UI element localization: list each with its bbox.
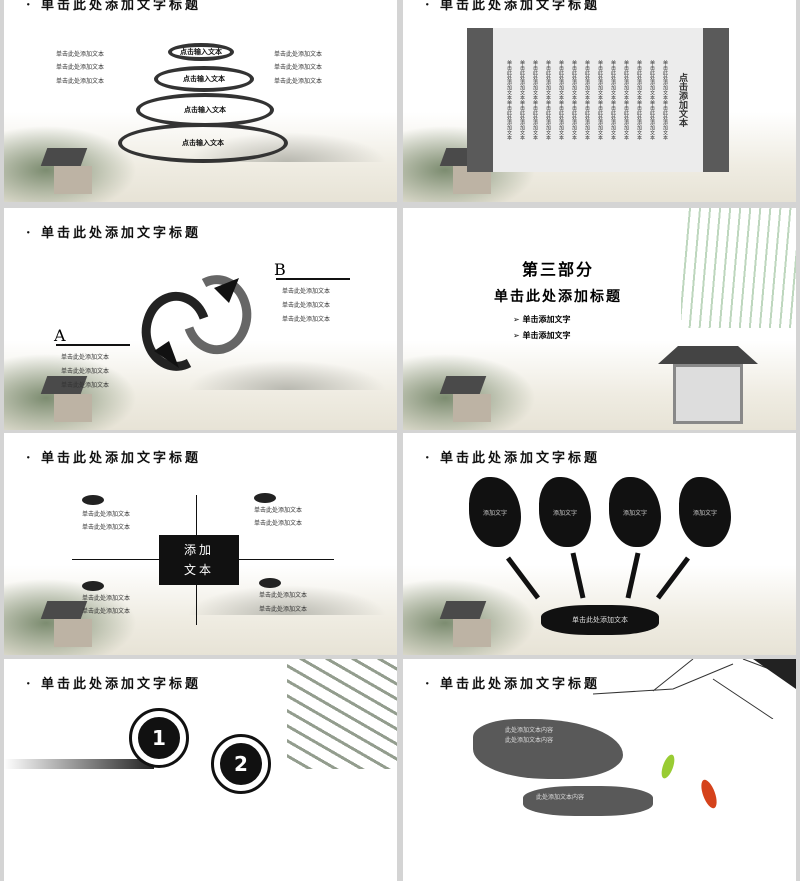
ink-brush-2 (523, 786, 653, 816)
slide-thumb-7[interactable]: · 单击此处添加文字标题 1 2 (4, 659, 397, 881)
scroll-column: 单击此处添加文本单击此处添加文本 (545, 60, 551, 140)
text-right-2: 单击此处添加文本 (274, 64, 323, 71)
step-2: 2 (211, 734, 271, 794)
text-tl-1: 单击此处添加文本 (82, 511, 131, 518)
divider-a (56, 344, 130, 346)
text-br-1: 单击此处添加文本 (259, 592, 308, 599)
slide-thumb-5[interactable]: · 单击此处添加文字标题 添加文本 单击此处添加文本 单击此处添加文本 单击此处… (4, 433, 397, 655)
label-b: B (274, 260, 286, 279)
text-a-2: 单击此处添加文本 (61, 368, 110, 375)
scroll-heading: 点击添加文本 (677, 73, 687, 127)
ring-4[interactable]: 点击输入文本 (118, 123, 288, 163)
tree-branches (593, 659, 796, 719)
text-bl-1: 单击此处添加文本 (82, 595, 131, 602)
text-left-3: 单击此处添加文本 (56, 78, 105, 85)
step-1: 1 (129, 708, 189, 768)
ink-blob-3: 添加文字 (609, 477, 661, 547)
slide-thumb-3[interactable]: · 单击此处添加文字标题 A B 单击此处添加文本 单击此处添加文本 单击此处添… (4, 208, 397, 430)
ring-3[interactable]: 点击输入文本 (136, 93, 274, 127)
slide-title: · 单击此处添加文字标题 (26, 451, 202, 466)
text-right-1: 单击此处添加文本 (274, 51, 323, 58)
slide-title: · 单击此处添加文字标题 (26, 0, 202, 13)
bullet-text: 单击添加文字 (522, 315, 571, 324)
scroll-column: 单击此处添加文本单击此处添加文本 (558, 60, 564, 140)
text-a-3: 单击此处添加文本 (61, 382, 110, 389)
house-scene (403, 350, 543, 430)
scroll-column: 单击此处添加文本单击此处添加文本 (623, 60, 629, 140)
scroll-panel: 单击此处添加文本单击此处添加文本 单击此处添加文本单击此处添加文本 单击此处添加… (467, 28, 729, 172)
bullet-2: ➢ 单击添加文字 (513, 331, 571, 340)
slide-thumb-4[interactable]: 第三部分 单击此处添加标题 ➢ 单击添加文字 ➢ 单击添加文字 (403, 208, 796, 430)
ink-stroke (4, 759, 154, 769)
koi-green (659, 753, 677, 780)
center-box: 添加文本 (159, 535, 239, 585)
ink-blob-1: 添加文字 (469, 477, 521, 547)
slide-thumb-6[interactable]: · 单击此处添加文字标题 添加文字 添加文字 添加文字 添加文字 单击此处添加文… (403, 433, 796, 655)
hill (187, 360, 387, 390)
cloud-icon (254, 493, 276, 503)
scroll-column: 单击此处添加文本单击此处添加文本 (649, 60, 655, 140)
scroll-column: 单击此处添加文本单击此处添加文本 (636, 60, 642, 140)
slide-thumb-1[interactable]: · 单击此处添加文字标题 单击此处添加文本 单击此处添加文本 单击此处添加文本 … (4, 0, 397, 202)
ink-blob-2: 添加文字 (539, 477, 591, 547)
slide-title: · 单击此处添加文字标题 (26, 677, 202, 692)
scroll-column: 单击此处添加文本单击此处添加文本 (519, 60, 525, 140)
koi-red (698, 777, 720, 811)
text-br-2: 单击此处添加文本 (259, 606, 308, 613)
pavilion-roof (658, 346, 758, 364)
house-scene (4, 575, 144, 655)
content-text-1: 此处添加文本内容 (505, 727, 554, 734)
cycle-arrows-icon (141, 275, 252, 371)
text-bl-2: 单击此处添加文本 (82, 608, 131, 615)
bamboo (287, 659, 397, 769)
willow-branches (681, 208, 796, 328)
house-scene (4, 350, 144, 430)
cloud-icon (82, 581, 104, 591)
house-scene (403, 575, 543, 655)
scroll-column: 单击此处添加文本单击此处添加文本 (597, 60, 603, 140)
text-b-1: 单击此处添加文本 (282, 288, 331, 295)
scroll-column: 单击此处添加文本单击此处添加文本 (571, 60, 577, 140)
text-left-2: 单击此处添加文本 (56, 64, 105, 71)
scroll-column: 单击此处添加文本单击此处添加文本 (610, 60, 616, 140)
slide-title: · 单击此处添加文字标题 (425, 451, 601, 466)
center-text-2: 文本 (183, 563, 214, 577)
ring-2[interactable]: 点击输入文本 (154, 66, 254, 92)
slide-title: · 单击此处添加文字标题 (425, 0, 601, 13)
divider-b (276, 278, 350, 280)
cloud-icon (259, 578, 281, 588)
scroll-column: 单击此处添加文本单击此处添加文本 (662, 60, 668, 140)
text-tl-2: 单击此处添加文本 (82, 524, 131, 531)
label-a: A (54, 326, 66, 345)
cloud-icon (82, 495, 104, 505)
slide-title: · 单击此处添加文字标题 (425, 677, 601, 692)
center-text-1: 添加 (183, 543, 214, 557)
content-text-3: 此处添加文本内容 (536, 794, 585, 801)
text-b-3: 单击此处添加文本 (282, 316, 331, 323)
content-text-2: 此处添加文本内容 (505, 737, 554, 744)
scroll-column: 单击此处添加文本单击此处添加文本 (532, 60, 538, 140)
text-a-1: 单击此处添加文本 (61, 354, 110, 361)
scroll-column: 单击此处添加文本单击此处添加文本 (506, 60, 512, 140)
house-scene (4, 122, 144, 202)
slide-thumb-2[interactable]: · 单击此处添加文字标题 单击此处添加文本单击此处添加文本 单击此处添加文本单击… (403, 0, 796, 202)
bottom-blob: 单击此处添加文本 (541, 605, 659, 635)
ink-blob-4: 添加文字 (679, 477, 731, 547)
slide-thumb-8[interactable]: · 单击此处添加文字标题 此处添加文本内容 此处添加文本内容 此处添加文本内容 (403, 659, 796, 881)
bullet-text: 单击添加文字 (522, 331, 571, 340)
text-b-2: 单击此处添加文本 (282, 302, 331, 309)
hill (187, 585, 387, 615)
text-left-1: 单击此处添加文本 (56, 51, 105, 58)
ring-1[interactable]: 点击输入文本 (168, 43, 234, 61)
pavilion (673, 364, 743, 424)
text-tr-2: 单击此处添加文本 (254, 520, 303, 527)
arrows-icon (506, 552, 690, 600)
slide-title: · 单击此处添加文字标题 (26, 226, 202, 241)
bullet-1: ➢ 单击添加文字 (513, 315, 571, 324)
scroll-column: 单击此处添加文本单击此处添加文本 (584, 60, 590, 140)
text-tr-1: 单击此处添加文本 (254, 507, 303, 514)
section-heading: 单击此处添加标题 (494, 289, 622, 305)
section-title: 第三部分 (521, 260, 594, 279)
text-right-3: 单击此处添加文本 (274, 78, 323, 85)
